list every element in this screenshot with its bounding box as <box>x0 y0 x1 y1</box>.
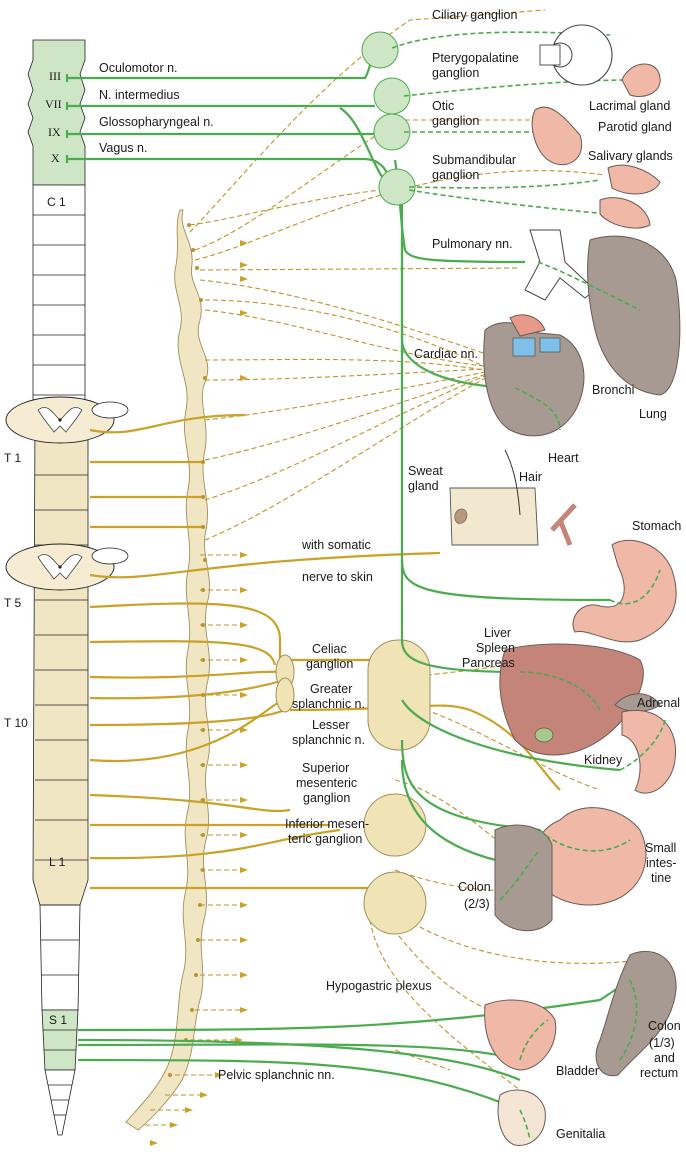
cranial-ganglia <box>362 32 415 205</box>
label-pulmonary: Pulmonary nn. <box>432 237 513 251</box>
label-sup-mes-2: mesenteric <box>296 776 357 790</box>
label-salivary: Salivary glands <box>588 149 673 163</box>
level-t5: T 5 <box>4 596 21 610</box>
label-somatic-2: nerve to skin <box>302 570 373 584</box>
conus <box>45 1070 75 1135</box>
kidney <box>622 710 676 793</box>
label-lung: Lung <box>639 407 667 421</box>
label-spleen: Spleen <box>476 641 515 655</box>
label-colon13-3: and <box>654 1051 675 1065</box>
cervical-cord <box>33 185 85 420</box>
lacrimal-gland <box>622 64 660 97</box>
label-pterygopalatine-2: ganglion <box>432 66 479 80</box>
numeral-vii: VII <box>45 97 62 111</box>
genitalia <box>498 1090 545 1145</box>
label-greater-2: splanchnic n. <box>292 697 365 711</box>
label-hair: Hair <box>519 470 542 484</box>
level-s1: S 1 <box>49 1013 67 1027</box>
cord-cross-section-t1 <box>6 397 128 443</box>
numeral-x: X <box>51 151 60 165</box>
label-inf-mes-1: Inferior mesen- <box>285 817 369 831</box>
cord-cross-section-t5 <box>6 544 128 590</box>
label-genitalia: Genitalia <box>556 1127 605 1141</box>
label-parotid: Parotid gland <box>598 120 672 134</box>
label-inf-mes-2: teric ganglion <box>288 832 362 846</box>
label-small-3: tine <box>651 871 671 885</box>
numeral-ix: IX <box>48 125 61 139</box>
label-intermedius: N. intermedius <box>99 88 180 102</box>
label-bronchi: Bronchi <box>592 383 634 397</box>
label-colon23-2: (2/3) <box>464 897 490 911</box>
parotid-gland <box>532 107 581 165</box>
label-colon23-1: Colon <box>458 880 491 894</box>
superior-mesenteric-ganglion <box>364 794 426 856</box>
level-t1: T 1 <box>4 451 21 465</box>
organs <box>450 25 680 1145</box>
label-sup-mes-1: Superior <box>302 761 349 775</box>
label-hypogastric: Hypogastric plexus <box>326 979 432 993</box>
label-somatic-1: with somatic <box>301 538 371 552</box>
label-otic-2: ganglion <box>432 114 479 128</box>
label-small-2: intes- <box>646 856 677 870</box>
label-pterygopalatine-1: Pterygopalatine <box>432 51 519 65</box>
label-cardiac: Cardiac nn. <box>414 347 478 361</box>
thoracolumbar-cord <box>33 420 88 905</box>
label-sweat-1: Sweat <box>408 464 443 478</box>
salivary-gland-1 <box>608 165 660 194</box>
label-colon13-4: rectum <box>640 1066 678 1080</box>
label-sweat-2: gland <box>408 479 439 493</box>
label-glossopharyngeal: Glossopharyngeal n. <box>99 115 214 129</box>
label-kidney: Kidney <box>584 753 623 767</box>
ciliary-ganglion-node <box>362 32 398 68</box>
label-submandibular-1: Submandibular <box>432 153 516 167</box>
label-small-1: Small <box>645 841 676 855</box>
label-sup-mes-3: ganglion <box>303 791 350 805</box>
gallbladder <box>535 728 553 742</box>
bronchi <box>525 230 595 300</box>
label-ciliary-ganglion: Ciliary ganglion <box>432 8 518 22</box>
lumbar-cord <box>40 905 80 1010</box>
eye <box>540 25 612 85</box>
lung <box>588 236 680 395</box>
label-submandibular-2: ganglion <box>432 168 479 182</box>
inferior-mesenteric-ganglion <box>364 872 426 934</box>
label-oculomotor: Oculomotor n. <box>99 61 178 75</box>
label-vagus: Vagus n. <box>99 141 147 155</box>
label-lesser-2: splanchnic n. <box>292 733 365 747</box>
spinal-cord: C 1 T 1 T 5 T 10 L 1 S 1 III VII IX X <box>4 40 128 1135</box>
label-lacrimal: Lacrimal gland <box>589 99 670 113</box>
salivary-gland-2 <box>600 198 650 228</box>
label-colon13-2: (1/3) <box>649 1036 675 1050</box>
level-c1: C 1 <box>47 195 66 209</box>
numeral-iii: III <box>49 69 61 83</box>
stomach <box>573 540 676 642</box>
label-liver: Liver <box>484 626 511 640</box>
label-celiac-1: Celiac <box>312 642 347 656</box>
label-adrenal: Adrenal <box>637 696 680 710</box>
label-greater-1: Greater <box>310 682 352 696</box>
heart <box>484 315 584 436</box>
sympathetic-trunk <box>126 210 210 1130</box>
label-lesser-1: Lesser <box>312 718 350 732</box>
label-stomach: Stomach <box>632 519 681 533</box>
level-l1: L 1 <box>49 855 66 869</box>
celiac-ganglion <box>368 640 430 750</box>
label-colon13-1: Colon <box>648 1019 681 1033</box>
level-t10: T 10 <box>4 716 28 730</box>
label-otic-1: Otic <box>432 99 454 113</box>
label-pelvic: Pelvic splanchnic nn. <box>218 1068 335 1082</box>
label-celiac-2: ganglion <box>306 657 353 671</box>
colon-proximal <box>495 825 552 931</box>
label-pancreas: Pancreas <box>462 656 515 670</box>
label-bladder: Bladder <box>556 1064 599 1078</box>
label-heart: Heart <box>548 451 579 465</box>
